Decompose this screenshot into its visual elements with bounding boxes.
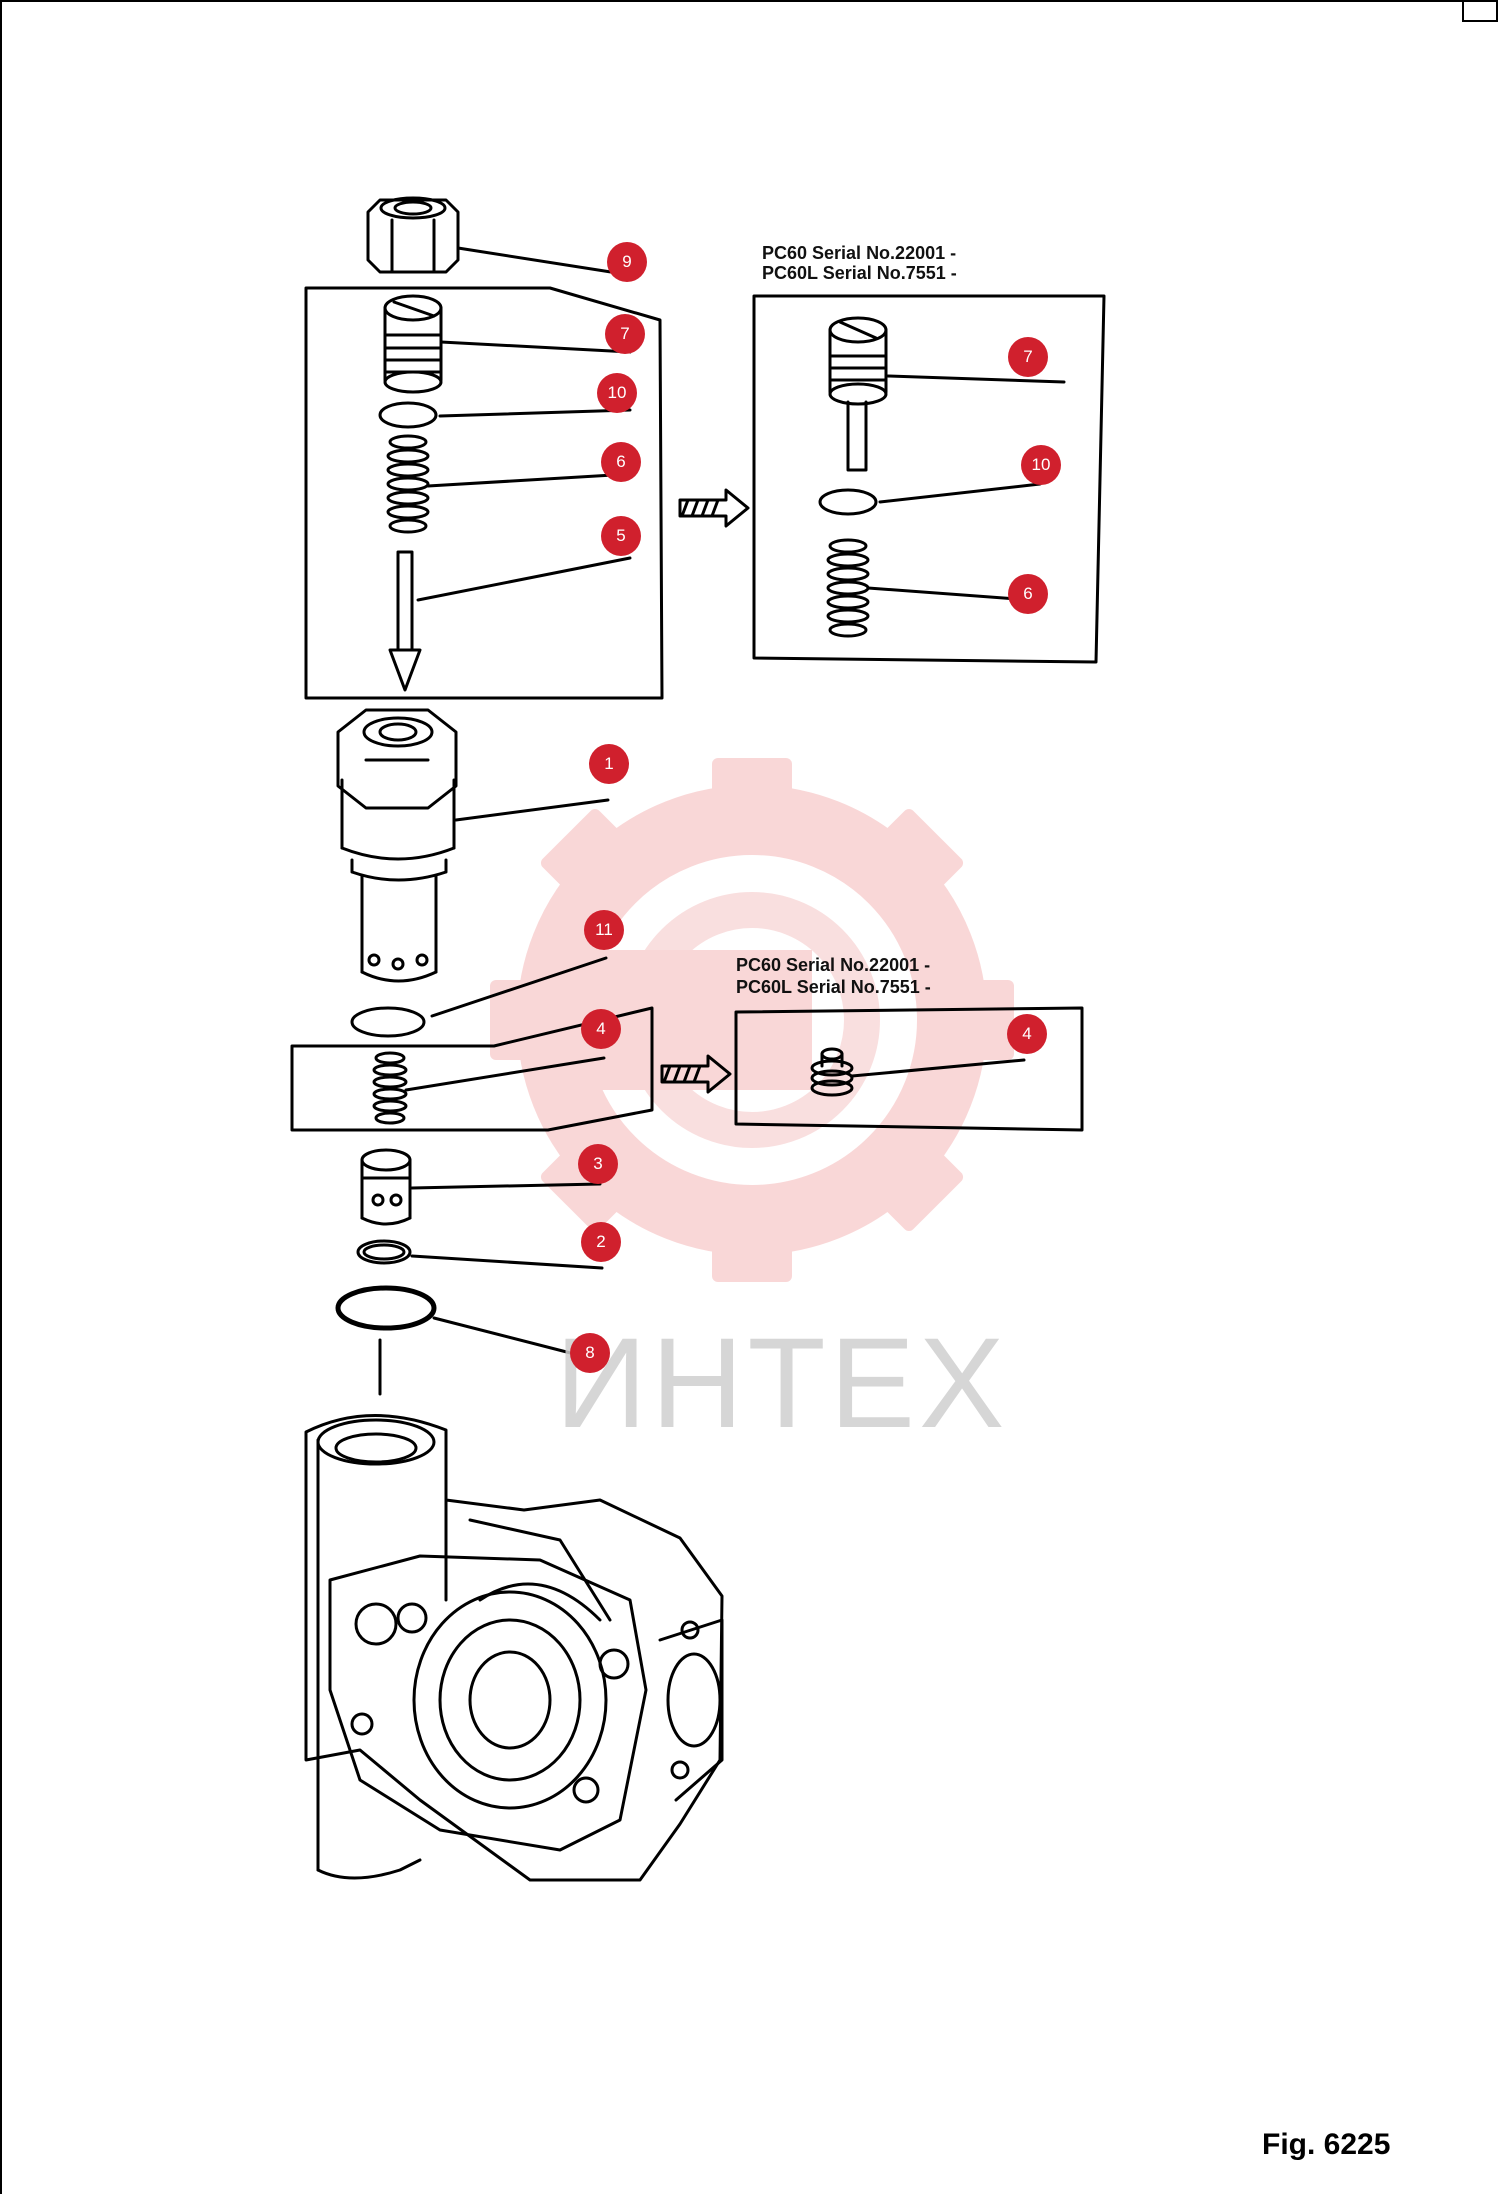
- callout-badge-1[interactable]: 1: [589, 744, 629, 784]
- watermark-gear-icon: [490, 758, 1014, 1282]
- part-plug-7-variant: [828, 316, 1066, 472]
- upper-right-frame: [752, 294, 1106, 664]
- arrow-icon-lower: [660, 1054, 732, 1094]
- part-spring-6-variant: [826, 538, 1032, 638]
- callout-badge-4-variant[interactable]: 4: [1007, 1014, 1047, 1054]
- part-spring-4-variant: [810, 1047, 1026, 1097]
- callout-badge-6-variant[interactable]: 6: [1008, 574, 1048, 614]
- part-oring-10-variant: [818, 482, 1042, 516]
- part-nut-9: [366, 196, 632, 277]
- callout-badge-2[interactable]: 2: [581, 1222, 621, 1262]
- callout-badge-5[interactable]: 5: [601, 516, 641, 556]
- callout-badge-7[interactable]: 7: [605, 314, 645, 354]
- part-plug-7: [383, 294, 632, 394]
- part-spring-6: [386, 434, 632, 534]
- part-spring-4: [372, 1051, 606, 1125]
- figure-label: Fig. 6225: [1262, 2128, 1391, 2161]
- callout-badge-8[interactable]: 8: [570, 1333, 610, 1373]
- callout-badge-11[interactable]: 11: [584, 910, 624, 950]
- callout-badge-10[interactable]: 10: [597, 373, 637, 413]
- callout-badge-4[interactable]: 4: [581, 1009, 621, 1049]
- part-oring-11: [350, 956, 608, 1038]
- lower-left-frame: [290, 1006, 654, 1132]
- part-housing: [304, 1414, 724, 1882]
- callout-badge-3[interactable]: 3: [578, 1144, 618, 1184]
- lower-variant-note-line2: PC60L Serial No.7551 -: [736, 977, 931, 997]
- callout-badge-9[interactable]: 9: [607, 242, 647, 282]
- upper-variant-note-line2: PC60L Serial No.7551 -: [762, 263, 957, 283]
- callout-badge-7-variant[interactable]: 7: [1008, 337, 1048, 377]
- callout-badge-10-variant[interactable]: 10: [1021, 445, 1061, 485]
- lower-right-frame: [734, 1006, 1084, 1132]
- corner-marker: [1462, 0, 1498, 22]
- upper-left-frame: [304, 286, 664, 700]
- part-oring-10: [378, 401, 632, 429]
- arrow-icon-upper: [678, 488, 750, 528]
- watermark-text: ИНТЕХ: [555, 1312, 1009, 1455]
- part-oring-8: [335, 1285, 592, 1396]
- part-valve-body-1: [336, 708, 610, 983]
- part-pin-5: [388, 550, 632, 692]
- upper-variant-note-line1: PC60 Serial No.22001 -: [762, 243, 957, 263]
- lower-variant-note-line1: PC60 Serial No.22001 -: [736, 955, 931, 975]
- callout-badge-6[interactable]: 6: [601, 442, 641, 482]
- part-oring-2: [356, 1239, 604, 1270]
- part-plug-3: [360, 1148, 602, 1226]
